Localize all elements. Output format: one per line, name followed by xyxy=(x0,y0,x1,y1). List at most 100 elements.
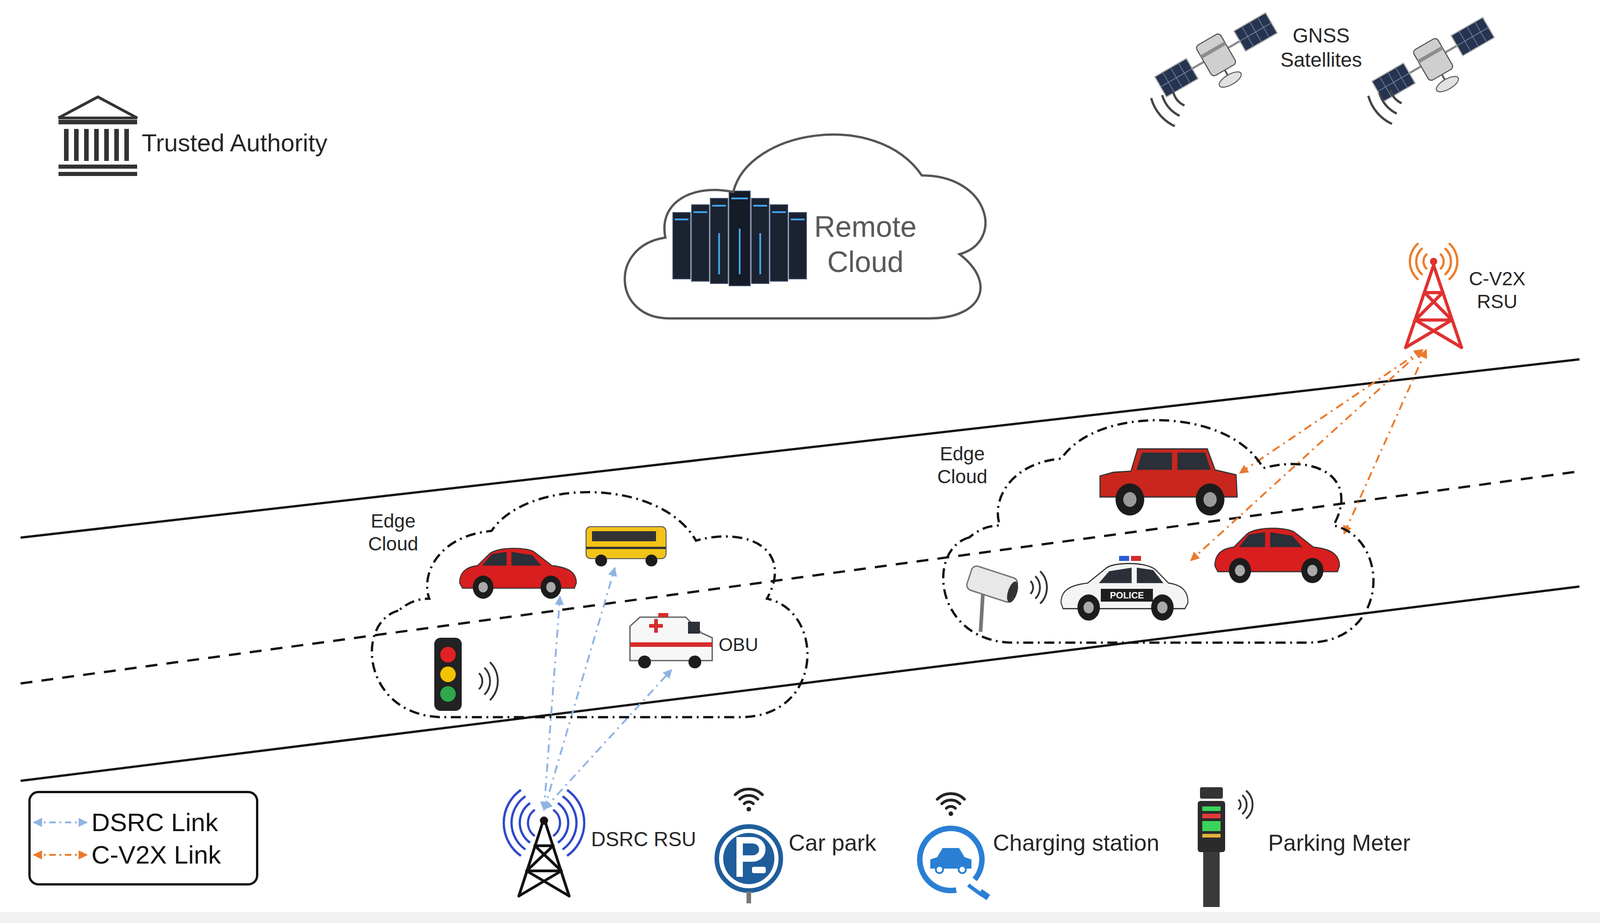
charging-station-icon xyxy=(930,848,972,869)
police-car xyxy=(1119,555,1130,561)
authority-icon xyxy=(84,128,89,161)
node-label: Trusted Authority xyxy=(141,128,328,158)
road xyxy=(20,359,1580,781)
dsrc-tower xyxy=(553,809,560,836)
charging-station-icon xyxy=(919,828,982,891)
ambulance xyxy=(638,655,651,669)
cv2x-tower xyxy=(1405,265,1462,348)
cv2x-links xyxy=(1344,349,1427,534)
cloud-outline xyxy=(938,405,1378,646)
dsrc-links xyxy=(544,596,560,811)
legend-box: DSRC LinkC-V2X Link xyxy=(28,790,259,886)
server-racks xyxy=(712,204,726,207)
server-racks xyxy=(674,197,805,275)
gnss-satellites xyxy=(1151,98,1175,127)
cv2x-tower xyxy=(1448,243,1458,280)
dsrc-tower xyxy=(518,870,562,896)
server-racks xyxy=(710,198,728,284)
authority-icon xyxy=(104,128,109,161)
car-park-icon xyxy=(735,789,763,795)
server-racks xyxy=(691,204,710,282)
school-bus xyxy=(645,554,658,567)
dsrc-tower xyxy=(526,869,562,873)
car-park-icon xyxy=(716,789,781,904)
legend-line xyxy=(33,853,87,856)
road xyxy=(20,471,1580,684)
cv2x-tower xyxy=(1429,257,1438,266)
gnss-satellites xyxy=(1173,92,1185,106)
cloud-outline xyxy=(371,492,808,718)
traffic-light xyxy=(434,637,462,711)
gnss-satellites xyxy=(1369,12,1506,121)
cv2x-tower xyxy=(1409,243,1458,280)
parking-meter-icon xyxy=(1238,790,1253,819)
charging-station-icon xyxy=(946,806,956,809)
school-bus xyxy=(595,554,608,567)
camera xyxy=(980,594,983,632)
camera xyxy=(1030,581,1034,594)
charging-station-icon xyxy=(948,811,954,816)
dsrc-tower xyxy=(511,796,526,850)
dsrc-tower xyxy=(567,789,585,856)
obu-vehicle: OBU xyxy=(626,612,763,670)
node-label: GNSS Satellites xyxy=(1275,23,1367,73)
cloud-outline xyxy=(943,420,1374,643)
charging-station-icon xyxy=(937,793,965,809)
ambulance xyxy=(654,618,658,633)
server-racks xyxy=(751,198,769,284)
server-racks xyxy=(729,191,751,286)
server-racks xyxy=(718,233,720,275)
cv2x-tower xyxy=(1415,320,1462,348)
dsrc-links xyxy=(544,567,615,811)
server-racks xyxy=(693,211,708,214)
vehicles xyxy=(434,448,1340,711)
cv2x-tower xyxy=(1440,253,1444,270)
ambulance xyxy=(658,613,669,618)
charging-station-icon xyxy=(978,889,991,901)
dsrc-link xyxy=(544,669,672,810)
legend-line xyxy=(32,813,96,832)
school-bus xyxy=(586,526,667,559)
traffic-light xyxy=(440,666,456,683)
cloud-outline xyxy=(612,117,990,325)
parking-meter-icon xyxy=(1238,799,1241,810)
vehicles xyxy=(1099,448,1238,516)
ambulance xyxy=(688,621,700,634)
parking-meter-icon xyxy=(1202,813,1221,819)
dsrc-tower xyxy=(519,803,531,843)
ambulance xyxy=(688,655,702,669)
authority-icon xyxy=(74,128,79,161)
parking-meter-icon xyxy=(1197,800,1226,853)
node-label: Charging station xyxy=(992,829,1160,857)
traffic-light xyxy=(490,661,498,700)
parking-meter-icon xyxy=(1202,833,1221,838)
node-label: Edge Cloud xyxy=(363,509,423,556)
gnss-satellites xyxy=(1390,90,1403,104)
remote-cloud: Remote Cloud xyxy=(612,117,990,325)
gnss-satellites xyxy=(1368,96,1392,125)
dsrc-tower xyxy=(503,789,585,896)
node-label: C-V2X RSU xyxy=(1462,267,1532,314)
cv2x-tower xyxy=(1444,248,1451,275)
police-car xyxy=(1100,588,1153,602)
cv2x-links xyxy=(1239,349,1423,474)
school-bus xyxy=(592,531,656,542)
server-racks xyxy=(731,197,748,200)
dsrc-tower xyxy=(526,870,570,896)
gnss-satellites xyxy=(1151,90,1402,127)
car-park-icon xyxy=(723,832,775,885)
server-racks xyxy=(738,228,741,275)
police-car xyxy=(1130,555,1142,561)
parking-meter-icon xyxy=(1202,821,1221,832)
legend-line xyxy=(33,821,87,824)
dsrc-tower xyxy=(528,809,535,836)
authority-icon xyxy=(124,128,129,161)
rsu-node: C-V2X RSU xyxy=(1394,237,1536,352)
authority-icon xyxy=(58,164,138,169)
dsrc-tower xyxy=(518,818,570,896)
node-label: Remote Cloud xyxy=(801,209,930,280)
dsrc-tower xyxy=(539,816,549,825)
server-racks xyxy=(789,212,807,279)
dsrc-tower xyxy=(526,845,554,871)
